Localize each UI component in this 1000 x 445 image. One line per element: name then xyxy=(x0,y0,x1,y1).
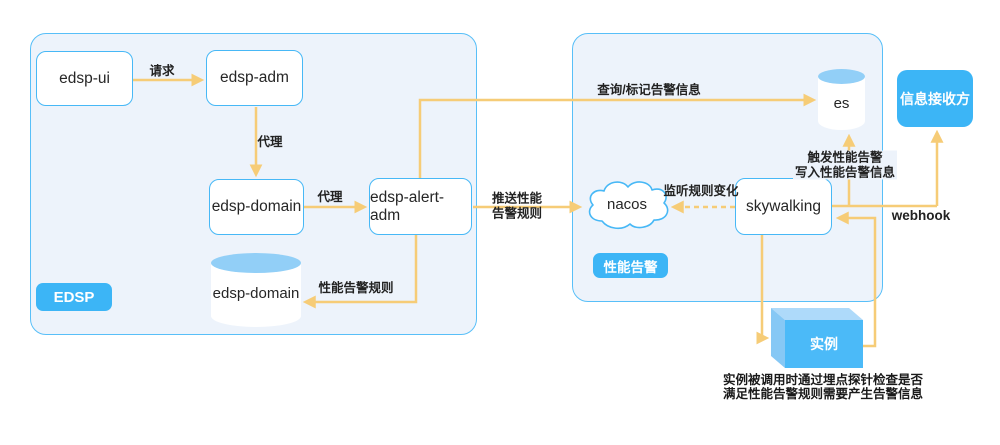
instance-box: 实例 xyxy=(785,320,863,368)
edsp-domain-database-cylinder: edsp-domain xyxy=(211,253,301,327)
instance-caption-line2: 满足性能告警规则需要产生告警信息 xyxy=(722,386,923,401)
edge-label-push-line2: 告警规则 xyxy=(491,206,543,220)
es-label: es xyxy=(833,95,850,112)
instance-caption-line1: 实例被调用时通过埋点探针检查是否 xyxy=(722,373,923,387)
edge-label-request: 请求 xyxy=(149,63,175,78)
instance-box-side-face xyxy=(771,308,785,368)
performance-alert-badge: 性能告警 xyxy=(593,253,668,278)
edge-label-trigger: 触发性能告警 写入性能告警信息 xyxy=(792,150,898,180)
cylinder-cap xyxy=(211,253,301,273)
node-edsp-alert-adm: edsp-alert-adm xyxy=(369,178,472,235)
edge-label-push-rule: 推送性能 告警规则 xyxy=(492,192,542,221)
edge-label-query-mark: 查询/标记告警信息 xyxy=(597,82,701,97)
es-database-cylinder: es xyxy=(818,69,865,130)
node-skywalking-label: skywalking xyxy=(746,197,821,215)
edge-label-trigger-line1: 触发性能告警 xyxy=(807,150,883,165)
edsp-panel-badge: EDSP xyxy=(36,283,112,311)
node-edsp-adm-label: edsp-adm xyxy=(220,69,289,86)
node-edsp-domain-label: edsp-domain xyxy=(211,198,302,215)
cloud-shape xyxy=(588,181,669,230)
edge-label-listen: 监听规则变化 xyxy=(663,183,739,198)
edge-label-proxy-right: 代理 xyxy=(317,189,343,204)
node-edsp-ui-label: edsp-ui xyxy=(59,69,110,87)
node-edsp-adm: edsp-adm xyxy=(206,50,303,106)
edge-label-trigger-line2: 写入性能告警信息 xyxy=(794,165,896,179)
alert-badge-label: 性能告警 xyxy=(603,259,658,275)
instance-caption: 实例被调用时通过埋点探针检查是否 满足性能告警规则需要产生告警信息 xyxy=(703,373,943,401)
edge-label-webhook: webhook xyxy=(891,207,951,223)
edsp-badge-label: EDSP xyxy=(53,288,95,306)
instance-box-top-face xyxy=(771,308,863,320)
edge-label-perf-rule: 性能告警规则 xyxy=(318,280,394,295)
node-edsp-ui: edsp-ui xyxy=(36,51,133,106)
node-edsp-alert-adm-label: edsp-alert-adm xyxy=(370,188,445,224)
edge-label-proxy-down: 代理 xyxy=(257,134,283,149)
receiver-label: 信息接收方 xyxy=(900,90,970,107)
nacos-label: nacos xyxy=(606,195,648,213)
edge-label-push-line1: 推送性能 xyxy=(491,191,543,206)
message-receiver-box: 信息接收方 xyxy=(897,70,973,127)
node-skywalking: skywalking xyxy=(735,178,832,235)
nacos-cloud xyxy=(583,176,671,233)
instance-label: 实例 xyxy=(810,336,838,352)
edsp-domain-db-label: edsp-domain xyxy=(212,285,300,302)
node-edsp-domain: edsp-domain xyxy=(209,179,304,235)
cylinder-cap xyxy=(818,69,865,84)
